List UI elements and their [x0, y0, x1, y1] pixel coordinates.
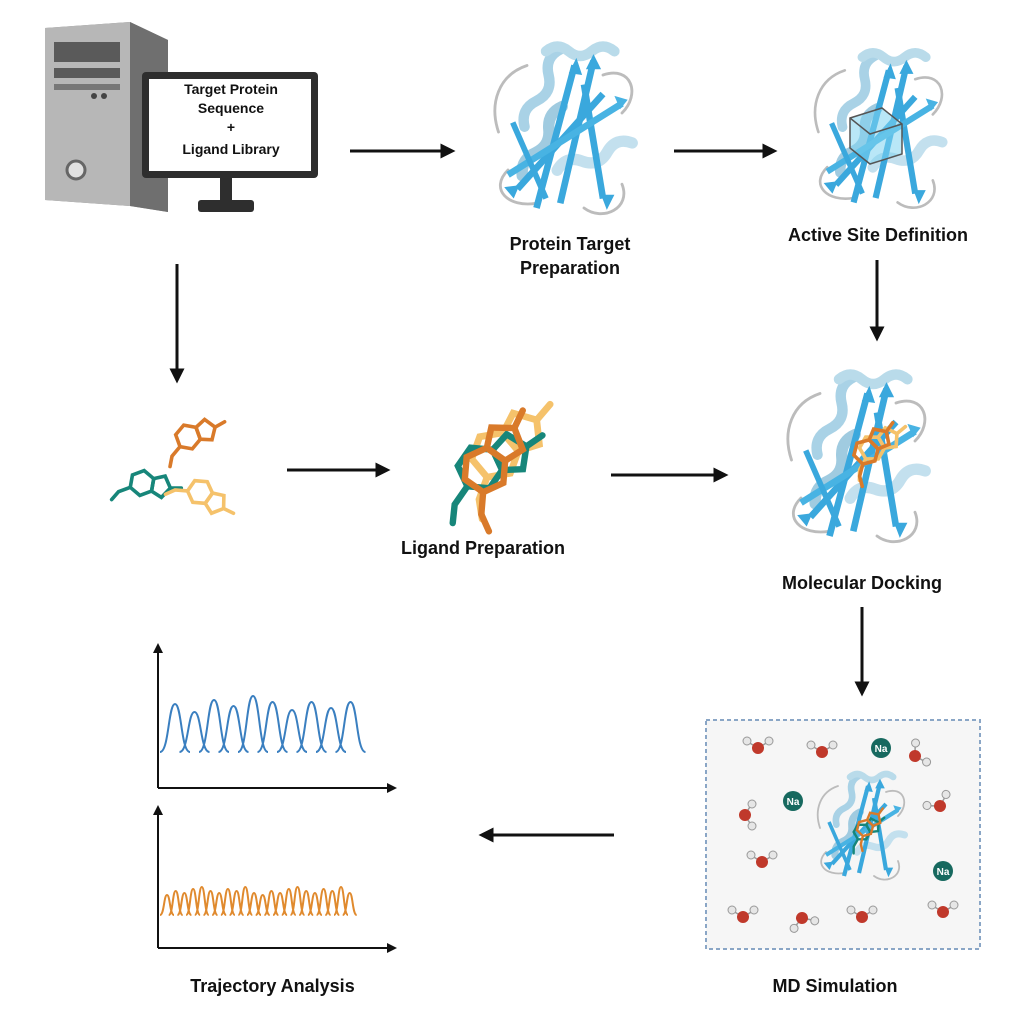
ligand-preparation-icon	[427, 389, 578, 532]
protein-target-icon	[495, 46, 634, 213]
ligand-library-icon	[109, 409, 242, 535]
active-site-icon	[815, 53, 944, 208]
flow-arrows	[169, 143, 885, 843]
molecular-docking-icon	[788, 375, 927, 542]
label-protein-target-preparation: Protein Target Preparation	[509, 234, 631, 278]
svg-text:Na: Na	[875, 744, 888, 755]
label-ligand-preparation: Ligand Preparation	[400, 538, 566, 558]
monitor-line-4: Ligand Library	[182, 141, 280, 157]
trajectory-plot-top	[153, 643, 397, 793]
monitor-text: Target Protein Sequence + Ligand Library	[150, 80, 312, 159]
label-md-simulation: MD Simulation	[772, 976, 898, 996]
svg-text:Na: Na	[937, 867, 950, 878]
md-simulation-box: Na Na Na	[705, 719, 981, 950]
sodium-ion: Na	[783, 791, 803, 811]
monitor-line-3: +	[226, 119, 236, 135]
label-molecular-docking: Molecular Docking	[781, 573, 943, 593]
label-active-site-definition: Active Site Definition	[787, 225, 969, 245]
svg-text:Na: Na	[787, 797, 800, 808]
trajectory-plot-bottom	[153, 805, 397, 953]
sodium-ion: Na	[871, 738, 891, 758]
trace-blue	[159, 694, 367, 753]
monitor-line-1: Target Protein	[184, 81, 278, 97]
sodium-ion: Na	[933, 861, 953, 881]
monitor-line-2: Sequence	[197, 100, 265, 116]
computer-icon	[45, 22, 318, 212]
trace-orange	[159, 885, 358, 916]
label-trajectory-analysis: Trajectory Analysis	[190, 976, 355, 996]
